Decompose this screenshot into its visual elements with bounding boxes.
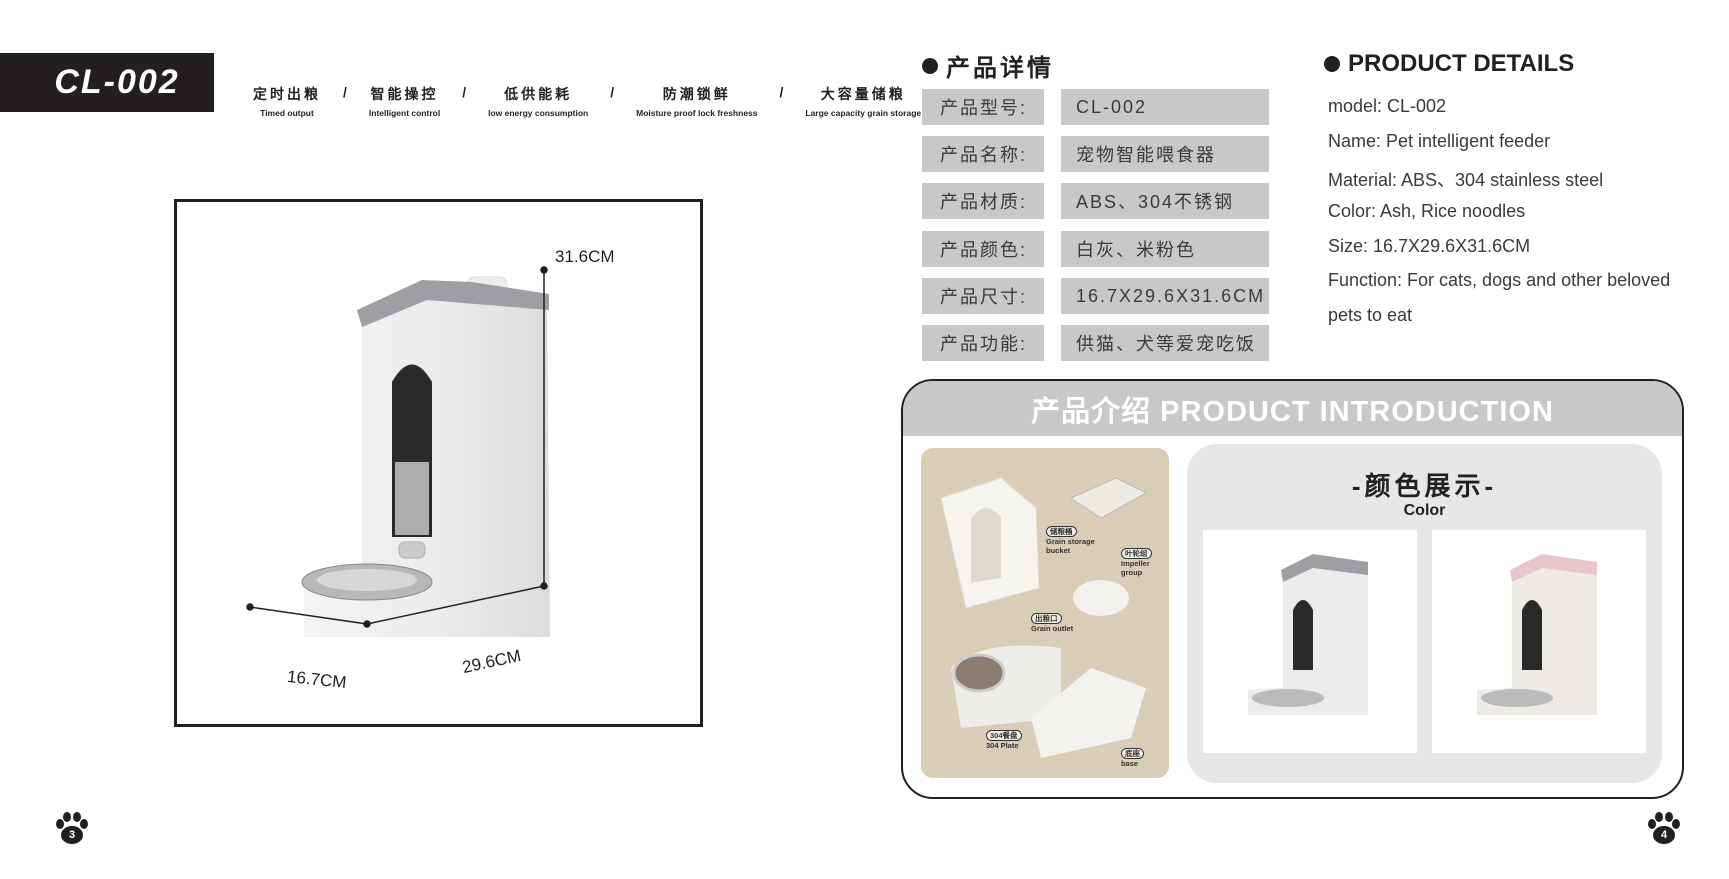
feature-list: 定时出粮 Timed output / 智能操控 Intelligent contr… <box>253 84 921 118</box>
detail-line: Size: 16.7X29.6X31.6CM <box>1328 236 1531 256</box>
spec-row: 产品材质: ABS、304不锈钢 <box>922 183 1269 219</box>
heading-text: 产品详情 <box>946 55 1054 82</box>
feature-en: Moisture proof lock freshness <box>636 108 758 118</box>
feature-cn: 大容量储粮 <box>820 86 906 102</box>
spec-value: ABS、304不锈钢 <box>1061 183 1269 219</box>
feeder-ash-image <box>1248 554 1368 715</box>
details-en-heading: PRODUCT DETAILS <box>1324 50 1574 78</box>
detail-line: Function: For cats, dogs and other belov… <box>1328 270 1671 290</box>
separator: / <box>343 84 347 100</box>
color-title: -颜色展示- <box>1351 471 1498 501</box>
feature-item: 防潮锁鲜 Moisture proof lock freshness <box>636 84 757 118</box>
spec-label: 产品型号: <box>922 89 1044 125</box>
spec-value: 16.7X29.6X31.6CM <box>1061 278 1269 314</box>
page-number: 4 <box>1660 829 1668 841</box>
spec-value: 宠物智能喂食器 <box>1061 136 1269 172</box>
exploded-parts-illustration <box>940 477 1148 758</box>
detail-line: model: CL-002 <box>1328 96 1447 116</box>
feature-cn: 定时出粮 <box>253 86 321 102</box>
detail-line: Color: Ash, Rice noodles <box>1328 201 1526 221</box>
detail-line: Material: ABS、304 stainless steel <box>1328 170 1604 190</box>
spec-value: CL-002 <box>1061 89 1269 125</box>
spec-row: 产品尺寸: 16.7X29.6X31.6CM <box>922 278 1269 314</box>
heading-text: PRODUCT DETAILS <box>1348 50 1575 77</box>
bullet-icon <box>1324 56 1340 72</box>
spec-value: 白灰、米粉色 <box>1061 231 1269 267</box>
feature-en: low energy consumption <box>488 108 589 118</box>
feature-item: 智能操控 Intelligent control <box>369 84 440 118</box>
spec-label: 产品材质: <box>922 183 1044 219</box>
feature-en: Large capacity grain storage <box>805 108 922 118</box>
paw-icon: 3 <box>52 809 92 849</box>
separator: / <box>610 84 615 100</box>
separator: / <box>779 84 784 100</box>
feature-cn: 防潮锁鲜 <box>662 86 731 102</box>
feature-cn: 低供能耗 <box>504 86 573 102</box>
feature-item: 低供能耗 low energy consumption <box>488 84 588 118</box>
bullet-icon <box>922 57 938 74</box>
feature-item: 大容量储粮 Large capacity grain storage <box>805 84 921 118</box>
spec-row: 产品功能: 供猫、犬等爱宠吃饭 <box>922 325 1269 361</box>
details-cn-heading: 产品详情 <box>922 48 1054 83</box>
color-showcase: -颜色展示- Color <box>1187 444 1662 783</box>
color-variant-ash <box>1203 530 1417 753</box>
detail-line: Name: Pet intelligent feeder <box>1328 131 1551 151</box>
separator: / <box>462 84 467 100</box>
spec-label: 产品尺寸: <box>922 278 1044 314</box>
color-subtitle: Color <box>1403 502 1446 519</box>
height-dimension: 31.6CM <box>555 247 615 266</box>
detail-line: pets to eat <box>1328 305 1413 325</box>
spec-label: 产品功能: <box>922 325 1044 361</box>
spec-row: 产品名称: 宠物智能喂食器 <box>922 136 1269 172</box>
spec-row: 产品颜色: 白灰、米粉色 <box>922 231 1269 267</box>
feature-item: 定时出粮 Timed output <box>253 84 321 118</box>
spec-label: 产品颜色: <box>922 231 1044 267</box>
product-introduction-panel: 产品介绍 PRODUCT INTRODUCTION <box>901 379 1684 799</box>
spec-value: 供猫、犬等爱宠吃饭 <box>1061 325 1269 361</box>
spec-row: 产品型号: CL-002 <box>922 89 1269 125</box>
intro-heading: 产品介绍 PRODUCT INTRODUCTION <box>903 381 1682 436</box>
feature-cn: 智能操控 <box>370 86 439 102</box>
feeder-pink-image <box>1477 554 1597 715</box>
feature-en: Intelligent control <box>368 108 441 118</box>
product-image-frame: 31.6CM 16.7CM 29.6CM <box>174 199 703 727</box>
paw-icon: 4 <box>1644 809 1684 849</box>
model-label: CL-002 <box>0 53 214 112</box>
page-number: 3 <box>68 829 76 841</box>
feature-en: Timed output <box>260 108 314 118</box>
color-variant-rice <box>1432 530 1646 753</box>
spec-label: 产品名称: <box>922 136 1044 172</box>
feeder-dimension-illustration <box>246 266 550 637</box>
